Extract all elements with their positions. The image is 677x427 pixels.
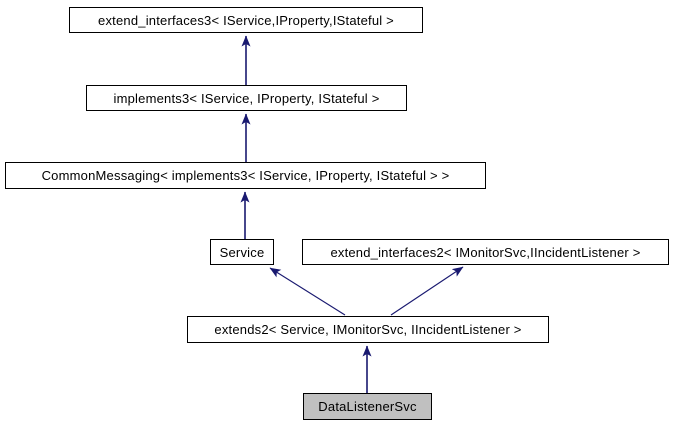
node-service[interactable]: Service bbox=[210, 239, 274, 265]
edge-extends2-to-extend_interfaces2 bbox=[390, 266, 464, 316]
node-commonmessaging[interactable]: CommonMessaging< implements3< IService, … bbox=[5, 162, 486, 189]
node-datalistenersvc: DataListenerSvc bbox=[303, 393, 432, 420]
node-extend-interfaces3[interactable]: extend_interfaces3< IService,IProperty,I… bbox=[69, 7, 423, 33]
node-implements3[interactable]: implements3< IService, IProperty, IState… bbox=[86, 85, 407, 111]
edge-extends2-to-service bbox=[269, 267, 346, 316]
node-extends2[interactable]: extends2< Service, IMonitorSvc, IInciden… bbox=[187, 316, 549, 343]
node-extend-interfaces2[interactable]: extend_interfaces2< IMonitorSvc,IInciden… bbox=[302, 239, 669, 265]
